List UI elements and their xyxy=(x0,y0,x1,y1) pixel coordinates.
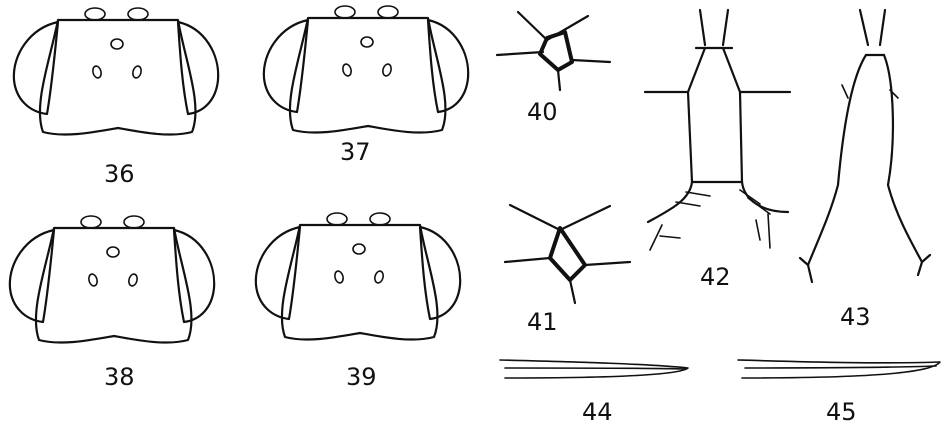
fig45-label: 45 xyxy=(826,398,857,426)
fig41-label: 41 xyxy=(527,308,558,336)
fig42-label: 42 xyxy=(700,263,731,291)
fig41-wing-vein-junction xyxy=(503,203,632,305)
fig38-head-drawing xyxy=(8,214,216,344)
fig36-label: 36 xyxy=(104,160,135,188)
fig38-label: 38 xyxy=(104,363,135,391)
fig45-ovipositor xyxy=(737,359,941,379)
fig36-head-drawing xyxy=(12,6,220,136)
fig37-label: 37 xyxy=(340,138,371,166)
fig44-ovipositor xyxy=(499,359,689,379)
fig40-label: 40 xyxy=(527,98,558,126)
fig43-label: 43 xyxy=(840,303,871,331)
fig44-label: 44 xyxy=(582,398,613,426)
fig42-wing-cell xyxy=(643,8,792,251)
fig40-wing-vein-junction xyxy=(495,10,612,92)
fig39-head-drawing xyxy=(254,211,462,341)
fig37-head-drawing xyxy=(262,4,470,134)
fig43-wing-cell xyxy=(798,8,932,284)
fig39-label: 39 xyxy=(346,363,377,391)
